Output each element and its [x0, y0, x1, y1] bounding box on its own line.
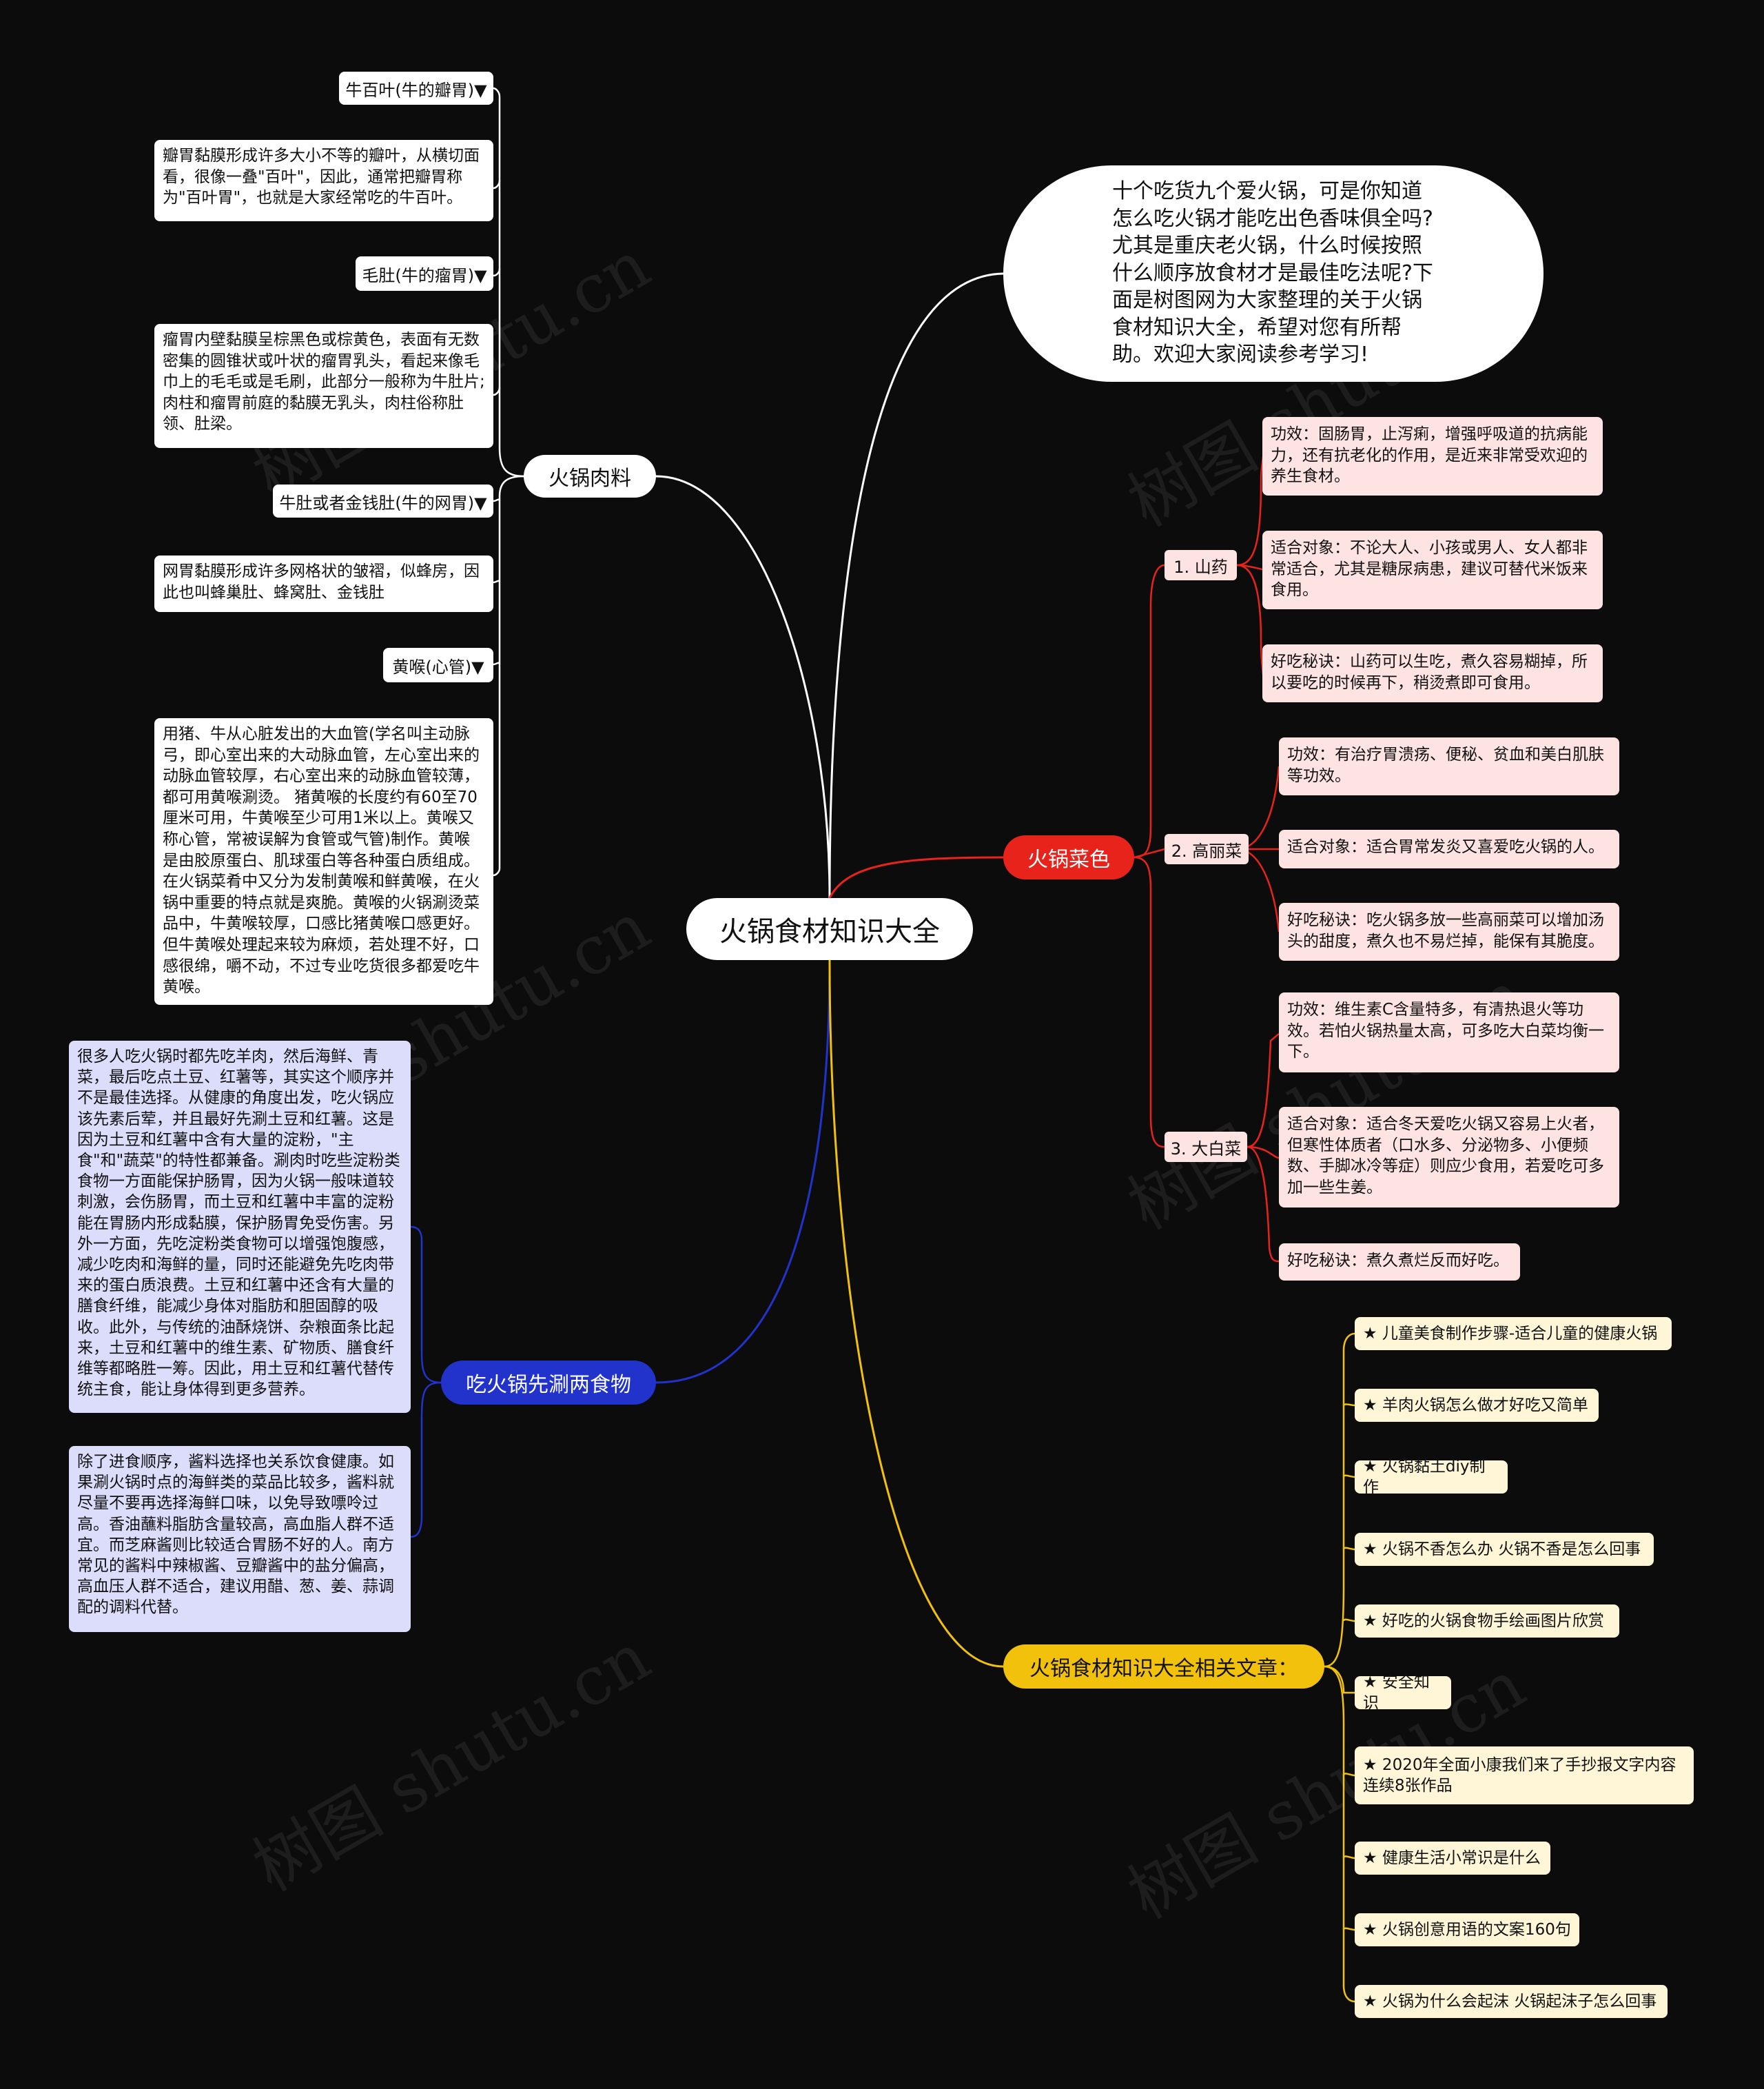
order-text-sauce-choice[interactable]: 除了进食顺序，酱料选择也关系饮食健康。如果涮火锅时点的海鲜类的菜品比较多，酱料就… — [69, 1446, 411, 1632]
meat-text-aorta[interactable]: 用猪、牛从心脏发出的大血管(学名叫主动脉弓，即心室出来的大动脉血管，左心室出来的… — [154, 718, 493, 1005]
veg-item-cabbage[interactable]: 2. 高丽菜 — [1165, 834, 1249, 864]
related-article-link[interactable]: ★ 火锅为什么会起沫 火锅起沫子怎么回事 — [1355, 1985, 1668, 2018]
veg-napa-note[interactable]: 好吃秘诀：煮久煮烂反而好吃。 — [1279, 1243, 1520, 1281]
meat-text-honeycomb-tripe[interactable]: 网胃黏膜形成许多网格状的皱褶，似蜂房，因此也叫蜂巢肚、蜂窝肚、金钱肚 — [154, 556, 493, 612]
meat-tag-honeycomb-tripe[interactable]: 牛肚或者金钱肚(牛的网胃)▼ — [273, 485, 493, 518]
related-article-link[interactable]: ★ 2020年全面小康我们来了手抄报文字内容连续8张作品 — [1355, 1746, 1694, 1804]
related-article-link[interactable]: ★ 火锅创意用语的文案160句 — [1355, 1913, 1579, 1946]
veg-yam-note[interactable]: 适合对象：不论大人、小孩或男人、女人都非常适合，尤其是糖尿病患，建议可替代米饭来… — [1262, 531, 1603, 609]
veg-napa-note[interactable]: 功效：维生素C含量特多，有清热退火等功效。若怕火锅热量太高，可多吃大白菜均衡一下… — [1279, 992, 1619, 1072]
related-article-link[interactable]: ★ 火锅黏土diy制作 — [1355, 1458, 1508, 1496]
related-article-link[interactable]: ★ 健康生活小常识是什么 — [1355, 1842, 1550, 1875]
root-node[interactable]: 火锅食材知识大全 — [686, 898, 973, 960]
related-article-link[interactable]: ★ 羊肉火锅怎么做才好吃又简单 — [1355, 1389, 1599, 1422]
branch-vegetables[interactable]: 火锅菜色 — [1003, 835, 1134, 879]
branch-meat[interactable]: 火锅肉料 — [524, 455, 656, 498]
veg-yam-note[interactable]: 功效：固肠胃，止泻痢，增强呼吸道的抗病能力，还有抗老化的作用，是近来非常受欢迎的… — [1262, 417, 1603, 496]
order-text-starch-first[interactable]: 很多人吃火锅时都先吃羊肉，然后海鲜、青菜，最后吃点土豆、红薯等，其实这个顺序并不… — [69, 1041, 411, 1413]
veg-cabbage-note[interactable]: 功效：有治疗胃溃疡、便秘、贫血和美白肌肤等功效。 — [1279, 737, 1619, 795]
branch-related-articles[interactable]: 火锅食材知识大全相关文章： — [1003, 1644, 1324, 1689]
related-article-link[interactable]: ★ 火锅不香怎么办 火锅不香是怎么回事 — [1355, 1533, 1654, 1566]
meat-text-tripe[interactable]: 瘤胃内壁黏膜呈棕黑色或棕黄色，表面有无数密集的圆锥状或叶状的瘤胃乳头，看起来像毛… — [154, 324, 493, 448]
meat-tag-beef-omasum[interactable]: 牛百叶(牛的瓣胃)▼ — [339, 72, 493, 105]
veg-napa-note[interactable]: 适合对象：适合冬天爱吃火锅又容易上火者，但寒性体质者（口水多、分泌物多、小便频数… — [1279, 1107, 1619, 1207]
related-article-link[interactable]: ★ 好吃的火锅食物手绘画图片欣赏 — [1355, 1604, 1619, 1638]
related-article-link[interactable]: ★ 儿童美食制作步骤-适合儿童的健康火锅 — [1355, 1317, 1672, 1350]
veg-yam-note[interactable]: 好吃秘诀：山药可以生吃，煮久容易糊掉，所以要吃的时候再下，稍烫煮即可食用。 — [1262, 644, 1603, 702]
branch-eating-order[interactable]: 吃火锅先涮两食物 — [441, 1361, 656, 1405]
veg-item-napa-cabbage[interactable]: 3. 大白菜 — [1165, 1132, 1247, 1162]
veg-cabbage-note[interactable]: 适合对象：适合胃常发炎又喜爱吃火锅的人。 — [1279, 830, 1619, 868]
veg-cabbage-note[interactable]: 好吃秘诀：吃火锅多放一些高丽菜可以增加汤头的甜度，煮久也不易烂掉，能保有其脆度。 — [1279, 903, 1619, 961]
veg-item-yam[interactable]: 1. 山药 — [1165, 550, 1237, 580]
related-article-link[interactable]: ★ 安全知识 — [1355, 1673, 1451, 1712]
meat-tag-aorta[interactable]: 黄喉(心管)▼ — [383, 648, 493, 682]
meat-text-beef-omasum[interactable]: 瓣胃黏膜形成许多大小不等的瓣叶，从横切面看，很像一叠"百叶"，因此，通常把瓣胃称… — [154, 140, 493, 221]
intro-bubble[interactable]: 十个吃货九个爱火锅，可是你知道怎么吃火锅才能吃出色香味俱全吗?尤其是重庆老火锅，… — [1003, 165, 1544, 382]
meat-tag-tripe[interactable]: 毛肚(牛的瘤胃)▼ — [356, 256, 493, 291]
